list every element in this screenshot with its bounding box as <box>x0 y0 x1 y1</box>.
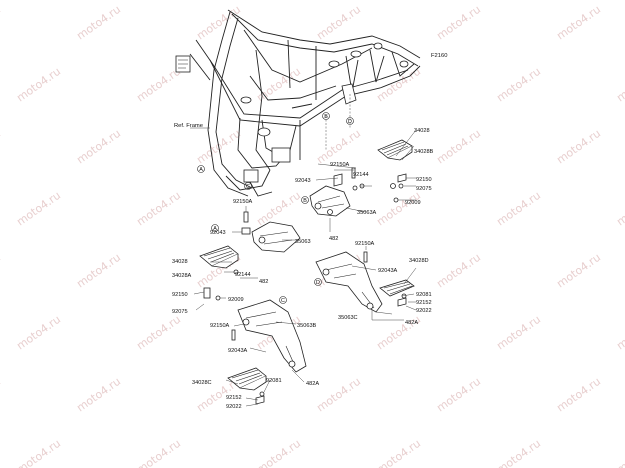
watermark-text: moto4.ru <box>134 313 183 353</box>
watermark-text: moto4.ru <box>614 189 625 229</box>
label-92043a-bottom: 92043A <box>228 348 248 354</box>
footpeg-right-rear: D <box>314 246 417 321</box>
label-92144-center: 92144 <box>353 172 369 178</box>
label-34028: 34028 <box>414 128 430 134</box>
watermark-text: moto4.ru <box>434 251 483 291</box>
watermark-text: moto4.ru <box>14 437 63 468</box>
label-482-left: 482 <box>259 279 268 285</box>
label-92152-rearright: 92152 <box>416 300 432 306</box>
watermark-text: moto4.ru <box>14 313 63 353</box>
watermark-text: moto4.ru <box>314 3 363 43</box>
callout-b-frame: B <box>324 114 328 120</box>
watermark-text: moto4.ru <box>74 127 123 167</box>
label-34028b: 34028B <box>414 149 434 155</box>
footpeg-right-front <box>377 129 417 203</box>
watermark-text: moto4.ru <box>194 3 243 43</box>
watermark-text: moto4.ru <box>0 3 3 43</box>
watermark-layer: moto4.ru moto4.ru moto4.ru moto4.ru moto4.ru… <box>0 3 625 468</box>
motorcycle-frame <box>175 9 421 197</box>
label-92150a-center: 92150A <box>330 162 350 168</box>
bracket-center: B <box>301 163 372 232</box>
callout-c-frame: C <box>246 184 250 190</box>
watermark-text: moto4.ru <box>314 375 363 415</box>
label-34028a: 34028A <box>172 273 192 279</box>
diagram-code: F2160 <box>431 53 447 59</box>
watermark-text: moto4.ru <box>614 313 625 353</box>
label-482a-rearright: 482A <box>405 320 418 326</box>
watermark-text: moto4.ru <box>14 189 63 229</box>
label-34028c: 34028C <box>192 380 212 386</box>
label-482a-bottom: 482A <box>306 381 319 387</box>
watermark-text: moto4.ru <box>614 65 625 105</box>
footpeg-left-rear: C <box>225 296 307 407</box>
watermark-text: moto4.ru <box>494 189 543 229</box>
watermark-text: moto4.ru <box>74 3 123 43</box>
watermark-text: moto4.ru <box>614 437 625 468</box>
watermark-text: moto4.ru <box>434 127 483 167</box>
label-92150a-bottom: 92150A <box>210 323 230 329</box>
label-92150-left: 92150 <box>172 292 188 298</box>
label-92043-center: 92043 <box>295 178 311 184</box>
callout-d-frame: D <box>348 119 352 125</box>
label-92144-left: 92144 <box>235 272 251 278</box>
watermark-text: moto4.ru <box>0 375 3 415</box>
callout-c-left: C <box>281 298 285 304</box>
label-92075-right: 92075 <box>416 186 432 192</box>
watermark-text: moto4.ru <box>374 437 423 468</box>
watermark-text: moto4.ru <box>134 189 183 229</box>
watermark-text: moto4.ru <box>554 375 603 415</box>
watermark-text: moto4.ru <box>494 65 543 105</box>
callout-a-left: A <box>213 226 217 232</box>
watermark-text: moto4.ru <box>74 375 123 415</box>
label-35063c: 35063C <box>338 315 358 321</box>
watermark-text: moto4.ru <box>554 251 603 291</box>
callout-d-right: D <box>316 280 320 286</box>
label-482-center: 482 <box>329 236 338 242</box>
label-92022-bottom: 92022 <box>226 404 242 410</box>
label-92081-rearright: 92081 <box>416 292 432 298</box>
label-35063b: 35063B <box>297 323 317 329</box>
watermark-text: moto4.ru <box>434 375 483 415</box>
watermark-text: moto4.ru <box>134 437 183 468</box>
watermark-text: moto4.ru <box>494 437 543 468</box>
watermark-text: moto4.ru <box>434 3 483 43</box>
label-35063a: 35063A <box>357 210 377 216</box>
ref-frame-label: Ref. Frame <box>174 123 203 129</box>
watermark-text: moto4.ru <box>14 65 63 105</box>
label-92075-left: 92075 <box>172 309 188 315</box>
callout-a-frame: A <box>199 167 203 173</box>
label-92150a-rearright: 92150A <box>355 241 375 247</box>
watermark-text: moto4.ru <box>494 313 543 353</box>
part-labels: 34028 34028B 92150 92075 92009 92144 921… <box>172 128 434 410</box>
watermark-text: moto4.ru <box>314 127 363 167</box>
label-34028-left: 34028 <box>172 259 188 265</box>
label-92152-bottom: 92152 <box>226 395 242 401</box>
label-92009-right: 92009 <box>405 200 421 206</box>
label-92043-left: 92043 <box>210 230 226 236</box>
label-92150-right: 92150 <box>416 177 432 183</box>
watermark-text: moto4.ru <box>254 437 303 468</box>
watermark-text: moto4.ru <box>0 127 3 167</box>
watermark-text: moto4.ru <box>554 3 603 43</box>
watermark-text: moto4.ru <box>554 127 603 167</box>
watermark-text: moto4.ru <box>0 251 3 291</box>
watermark-text: moto4.ru <box>374 313 423 353</box>
watermark-text: moto4.ru <box>74 251 123 291</box>
watermark-text: moto4.ru <box>374 189 423 229</box>
label-92081-bottom: 92081 <box>266 378 282 384</box>
label-92009-left: 92009 <box>228 297 244 303</box>
frame-callouts: A B C D <box>197 112 354 190</box>
label-92150a-left: 92150A <box>233 199 253 205</box>
label-92043a-rearright: 92043A <box>378 268 398 274</box>
footpeg-left-front: A <box>193 206 301 311</box>
label-92022-rearright: 92022 <box>416 308 432 314</box>
label-34028d: 34028D <box>409 258 429 264</box>
callout-b-bracket: B <box>303 198 307 204</box>
label-35063: 35063 <box>295 239 311 245</box>
